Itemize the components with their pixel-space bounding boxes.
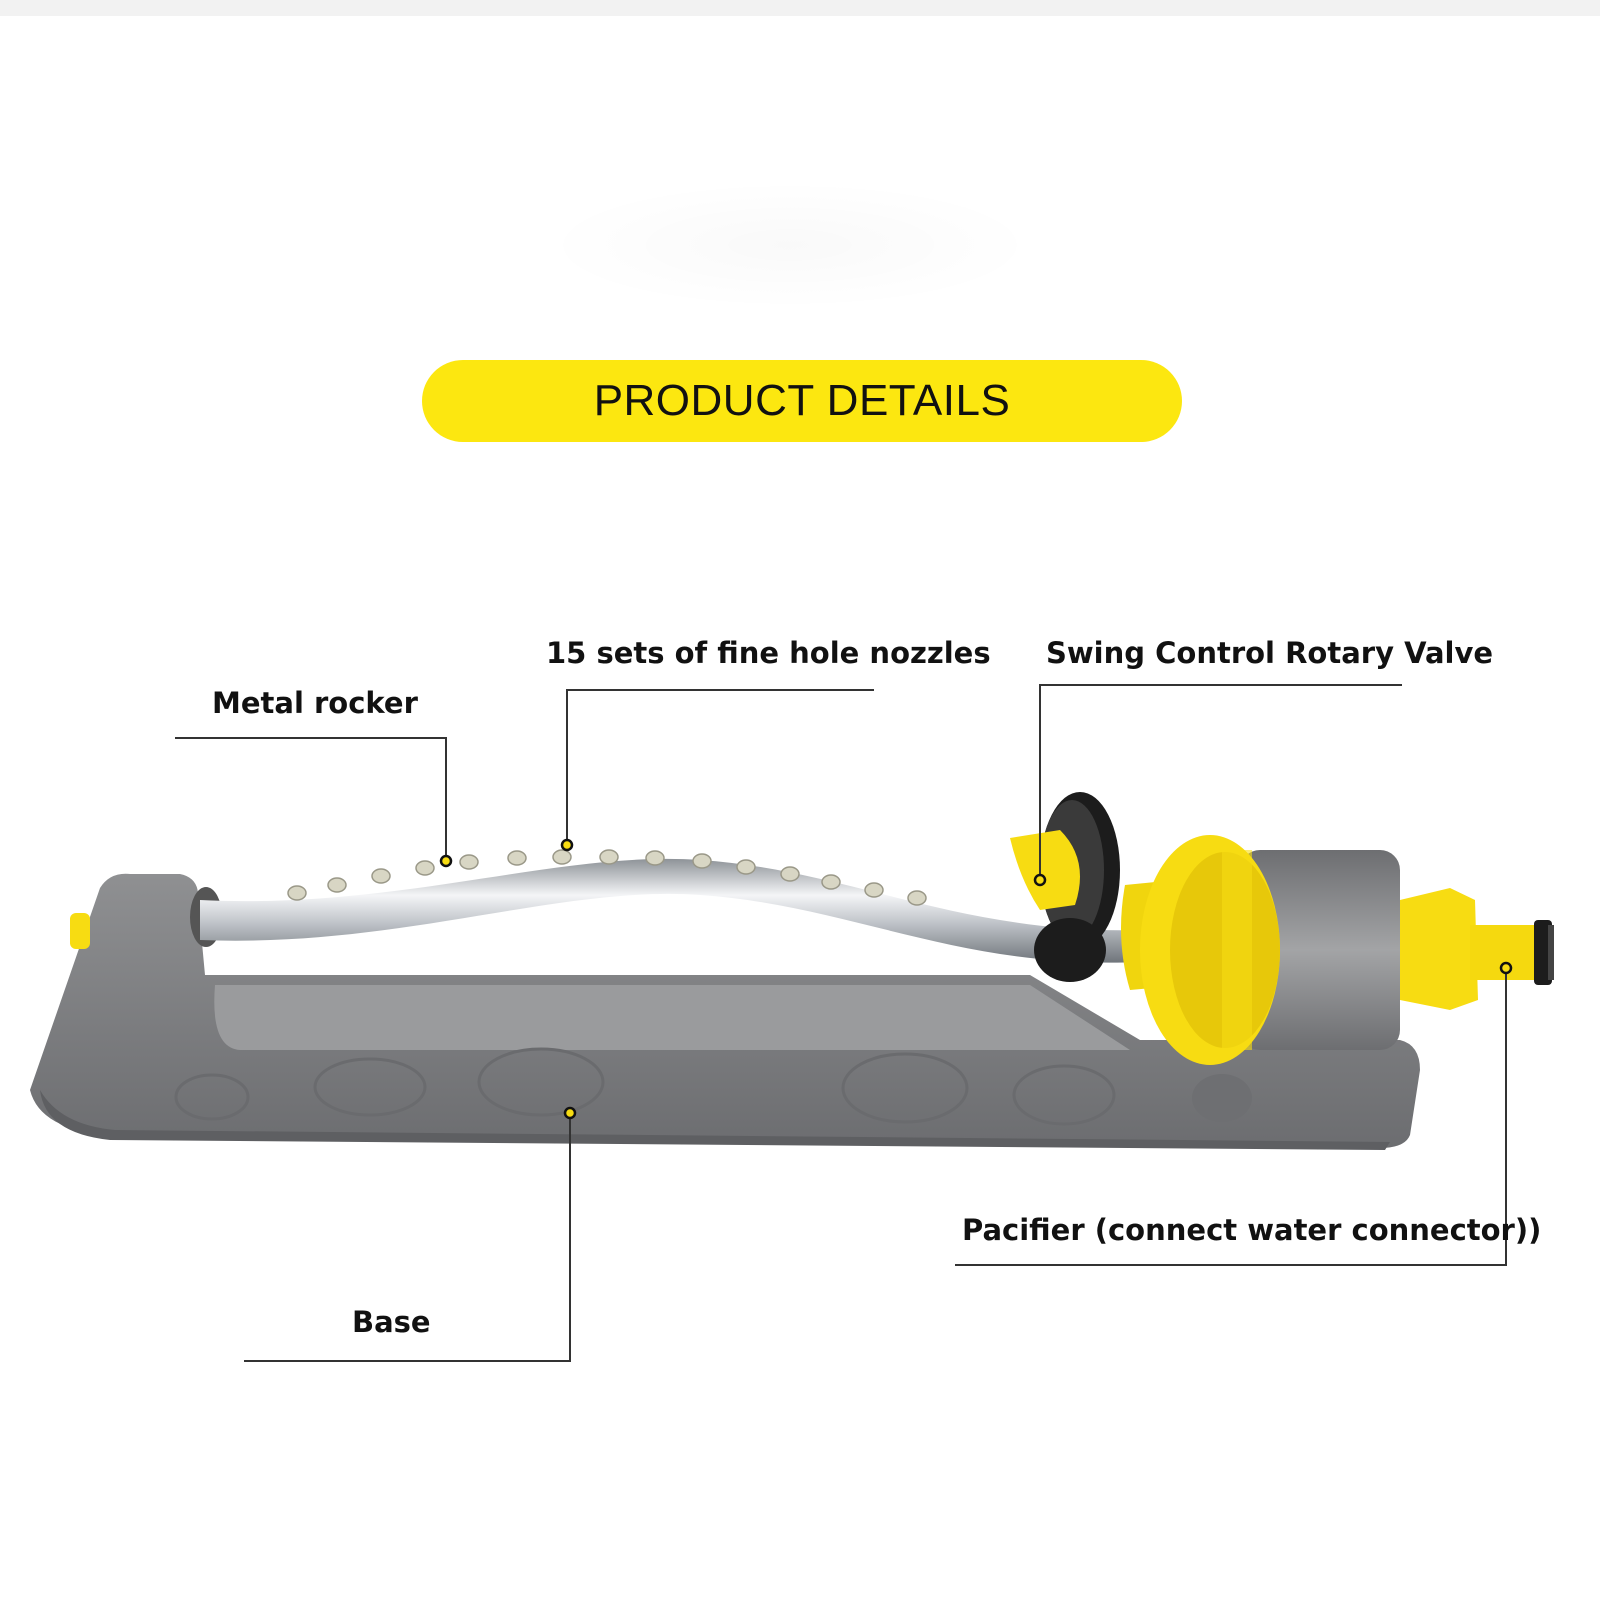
title-banner: PRODUCT DETAILS (422, 360, 1182, 442)
marker-dot-valve (1033, 873, 1047, 887)
marker-dot-pacifier (1499, 961, 1513, 975)
marker-dots (439, 838, 1513, 1120)
top-strip (0, 0, 1600, 16)
label-valve: Swing Control Rotary Valve (1046, 636, 1494, 670)
leader-lines (175, 684, 1507, 1362)
marker-dot-metal-rocker (439, 854, 453, 868)
marker-dot-nozzles (560, 838, 574, 852)
pacifier-connector-part (1400, 888, 1554, 1010)
leader-valve (1039, 684, 1402, 880)
valve-body-part (1140, 835, 1400, 1065)
label-metal-rocker: Metal rocker (212, 686, 418, 720)
leader-base (244, 1113, 571, 1362)
metal-rocker-part (200, 849, 1140, 963)
leader-pacifier (955, 968, 1507, 1266)
title-text: PRODUCT DETAILS (593, 376, 1011, 425)
label-nozzles: 15 sets of fine hole nozzles (546, 636, 991, 670)
label-base: Base (352, 1305, 431, 1339)
faint-background-shape (540, 180, 1040, 310)
leader-nozzles (566, 689, 874, 845)
label-pacifier: Pacifier (connect water connector)) (962, 1213, 1542, 1247)
base-part (30, 873, 1420, 1150)
marker-dot-base (563, 1106, 577, 1120)
leader-metal-rocker (175, 737, 447, 861)
